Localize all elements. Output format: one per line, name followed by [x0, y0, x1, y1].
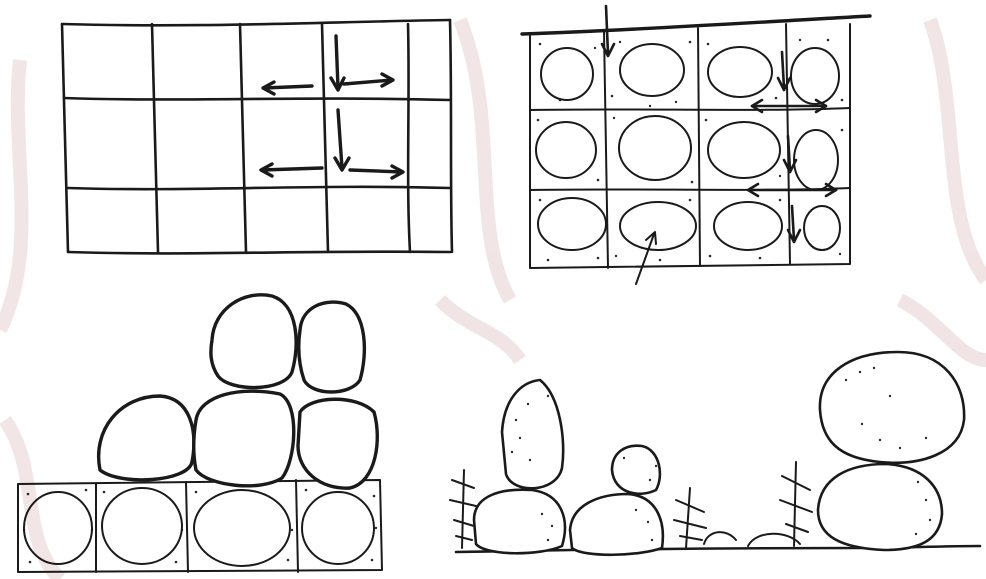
pointer-arrow-icon [636, 232, 656, 284]
panel-gabion-grid [522, 6, 870, 284]
boulder-stack [99, 295, 378, 488]
shrub-icon [674, 488, 706, 548]
panel-boulder-landscape [450, 352, 980, 555]
arrow-left-icon [261, 164, 322, 176]
arrow-left-right-icon [748, 184, 836, 196]
panel-stacked-boulders [18, 295, 382, 572]
arrow-down-icon [331, 36, 344, 90]
arrow-right-icon [350, 166, 403, 178]
arrow-left-icon [263, 82, 312, 94]
gabion-stones [536, 44, 840, 250]
shrub-icon [780, 462, 812, 546]
arrow-down-icon [778, 52, 790, 90]
shrub-icon [450, 470, 476, 548]
arrow-right-icon [344, 74, 393, 86]
panel-grid-with-arrows [62, 20, 452, 253]
arrow-down-icon [335, 110, 349, 170]
